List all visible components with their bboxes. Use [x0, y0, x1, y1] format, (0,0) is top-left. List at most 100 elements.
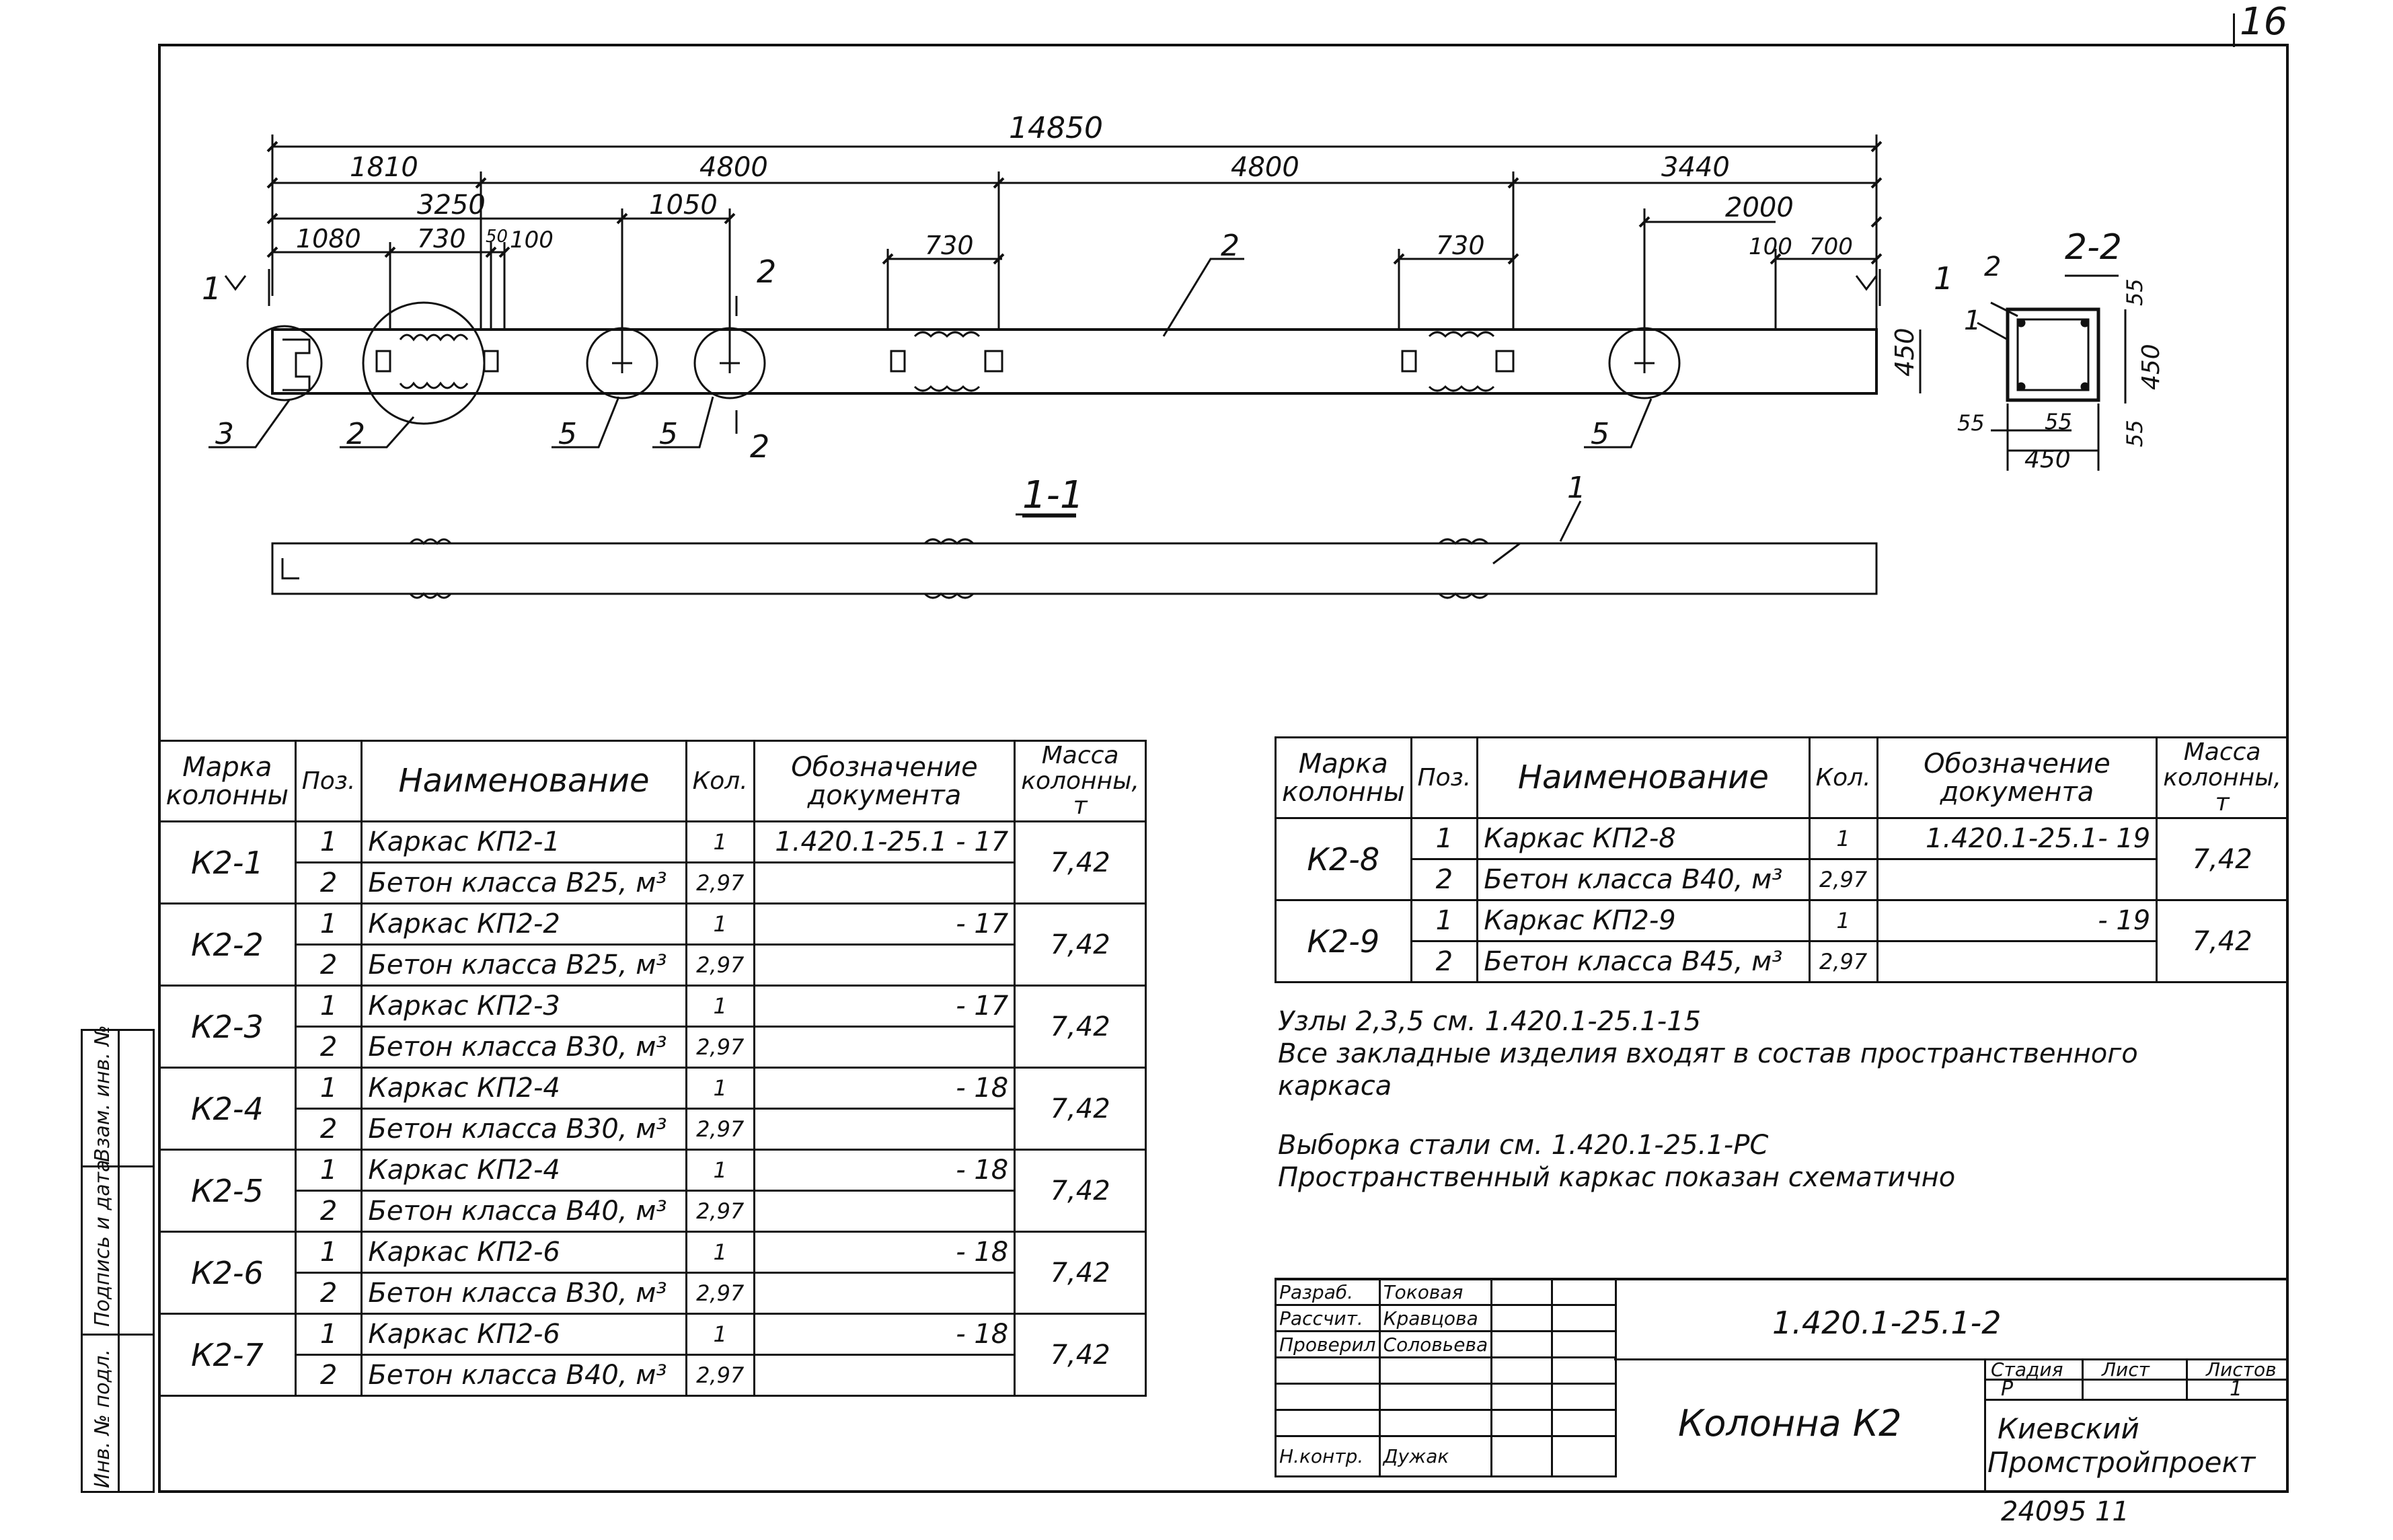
margin-inv-podl: Инв. № подл. [91, 1349, 114, 1488]
row-mark: К2-1 [158, 820, 297, 904]
dim-730-a: 730 [417, 224, 466, 254]
signature [1490, 1409, 1554, 1437]
row-doc [753, 1354, 1016, 1397]
dim-1080: 1080 [296, 224, 361, 254]
row-pos: 1 [1410, 817, 1479, 860]
header-mark: Марка колонны [1275, 736, 1412, 819]
row-pos: 1 [1410, 899, 1479, 942]
row-name: Каркас КП2-1 [360, 820, 687, 863]
spec-table-right: Марка колонны Поз. Наименование Кол. Обо… [1275, 736, 2289, 983]
dim-3440: 3440 [1661, 152, 1730, 183]
callout-3: 3 [215, 417, 234, 451]
row-qty: 1 [685, 820, 755, 863]
dim-4800-b: 4800 [1231, 152, 1299, 183]
signature [1490, 1356, 1554, 1385]
row-doc: 1.420.1-25.1 - 17 [753, 820, 1016, 863]
title-block: Разраб.Токовая Рассчит.Кравцова Проверил… [1275, 1278, 2289, 1493]
row-name: Бетон класса В40, м³ [1476, 858, 1811, 901]
callout-5-c: 5 [1591, 417, 1609, 451]
row-qty: 2,97 [685, 1190, 755, 1233]
row-doc: - 17 [753, 985, 1016, 1028]
row-doc [753, 1272, 1016, 1315]
role: Разраб. [1275, 1278, 1381, 1306]
row-pos: 2 [294, 1354, 363, 1397]
row-doc: - 17 [753, 902, 1016, 946]
row-qty: 2,97 [1808, 858, 1878, 901]
row-mark: К2-9 [1275, 899, 1412, 983]
row-pos: 2 [294, 1108, 363, 1151]
row-name: Каркас КП2-4 [360, 1149, 687, 1192]
margin-podpis: Подпись и дата [91, 1159, 114, 1327]
row-qty: 1 [685, 1231, 755, 1274]
row-name: Каркас КП2-6 [360, 1313, 687, 1356]
cut-2-bottom: 2 [750, 428, 769, 465]
sec-dim-55-right: 55 [2122, 420, 2148, 447]
signer-name [1378, 1356, 1493, 1385]
signer-name: Соловьева [1378, 1330, 1493, 1358]
row-pos: 2 [1410, 858, 1479, 901]
date [1551, 1409, 1618, 1437]
section-1-1-title: 1-1 [1022, 473, 1084, 517]
row-doc [753, 1108, 1016, 1151]
date [1551, 1435, 1618, 1477]
row-pos: 1 [294, 1231, 363, 1274]
row-qty: 2,97 [685, 1354, 755, 1397]
row-doc [753, 1026, 1016, 1069]
row-name: Каркас КП2-6 [360, 1231, 687, 1274]
note-line: Пространственный каркас показан схематич… [1278, 1162, 1956, 1193]
section-2-2-callout-1: 1 [1964, 305, 1981, 336]
dim-4800-a: 4800 [699, 152, 768, 183]
row-name: Бетон класса В25, м³ [360, 861, 687, 904]
notes-block: Узлы 2,3,5 см. 1.420.1-25.1-15 Все закла… [1278, 1005, 2138, 1194]
signature [1490, 1278, 1554, 1306]
role: Н.контр. [1275, 1435, 1381, 1477]
note-line: Выборка стали см. 1.420.1-25.1-РС [1278, 1130, 1769, 1161]
row-doc: 1.420.1-25.1- 19 [1876, 817, 2158, 860]
header-mass: Масса колонны, т [2156, 736, 2289, 819]
row-doc: - 18 [753, 1231, 1016, 1274]
dim-730-c: 730 [1436, 231, 1485, 260]
header-pos: Поз. [294, 740, 363, 822]
callout-5-a: 5 [558, 417, 577, 451]
signer-name: Кравцова [1378, 1304, 1493, 1332]
row-mark: К2-8 [1275, 817, 1412, 901]
date [1551, 1278, 1618, 1306]
dim-450-height: 450 [1890, 328, 1920, 377]
header-name: Наименование [1476, 736, 1811, 819]
row-doc [753, 1190, 1016, 1233]
row-mass: 7,42 [1014, 902, 1147, 987]
sheets-value: 1 [2230, 1377, 2243, 1401]
row-mark: К2-2 [158, 902, 297, 987]
stage-label: Стадия [1991, 1358, 2063, 1381]
row-name: Каркас КП2-2 [360, 902, 687, 946]
header-mass: Масса колонны, т [1014, 740, 1147, 822]
spec-table-left: Марка колонны Поз. Наименование Кол. Обо… [158, 740, 1147, 1397]
cut-2-top: 2 [757, 254, 776, 290]
callout-2: 2 [346, 417, 365, 451]
row-pos: 1 [294, 1313, 363, 1356]
row-qty: 2,97 [685, 944, 755, 987]
role: Проверил [1275, 1330, 1381, 1358]
page-number: 16 [2240, 0, 2288, 44]
dim-700: 700 [1809, 233, 1853, 260]
signature [1490, 1330, 1554, 1358]
doc-code: 1.420.1-25.1-2 [1772, 1305, 2002, 1341]
callout-5-b: 5 [659, 417, 678, 451]
row-mass: 7,42 [1014, 1313, 1147, 1397]
sheets-label: Листов [2206, 1358, 2277, 1381]
row-name: Каркас КП2-9 [1476, 899, 1811, 942]
row-mass: 7,42 [1014, 1067, 1147, 1151]
date [1551, 1330, 1618, 1358]
signer-name [1378, 1409, 1493, 1437]
row-mass: 7,42 [1014, 985, 1147, 1069]
dim-1810: 1810 [350, 152, 418, 183]
note-line: Узлы 2,3,5 см. 1.420.1-25.1-15 [1278, 1006, 1702, 1037]
organization-line-2: Промстройпроект [1987, 1446, 2256, 1479]
row-doc: - 18 [753, 1313, 1016, 1356]
row-pos: 2 [294, 1190, 363, 1233]
row-mass: 7,42 [1014, 1149, 1147, 1233]
row-doc [753, 861, 1016, 904]
signature [1490, 1304, 1554, 1332]
header-qty: Кол. [685, 740, 755, 822]
row-qty: 1 [1808, 899, 1878, 942]
